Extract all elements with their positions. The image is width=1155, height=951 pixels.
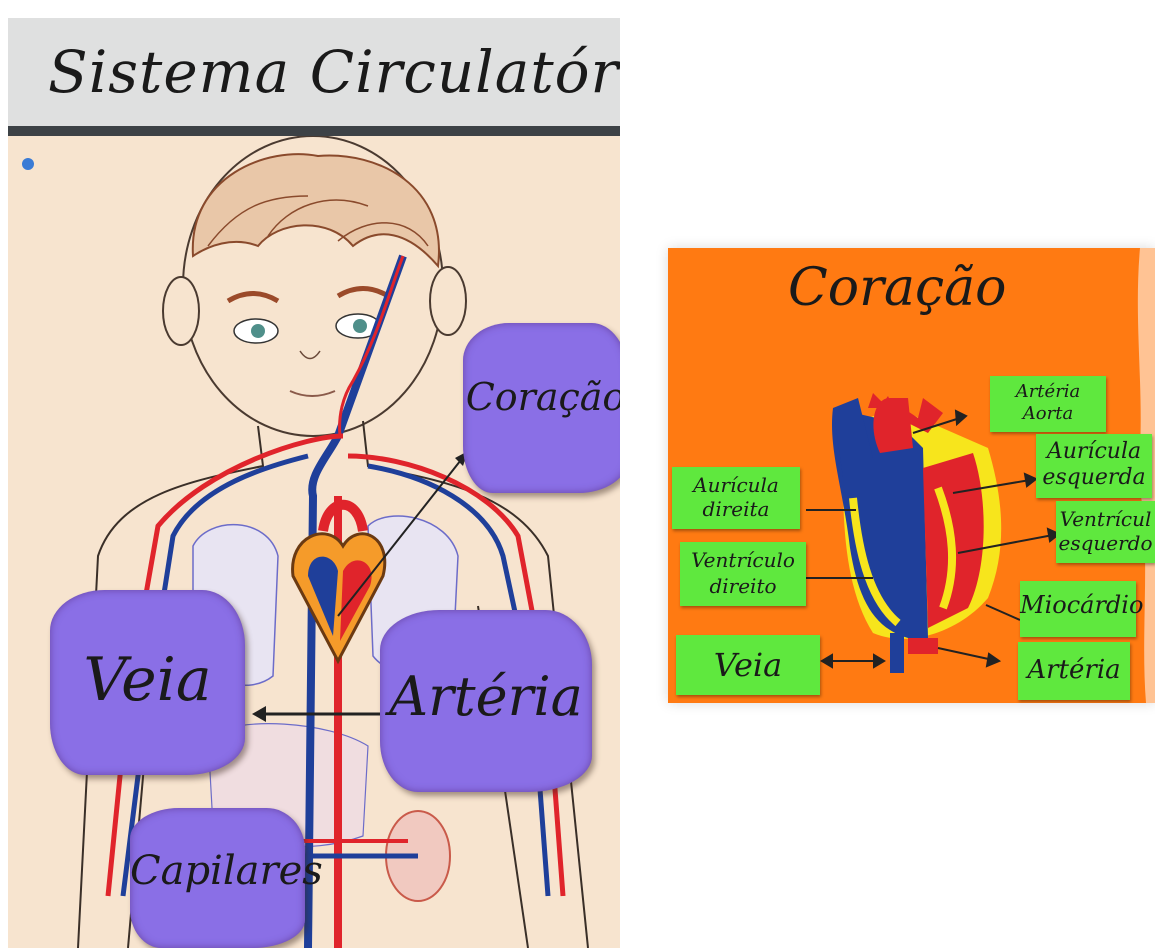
label-left-ventricle-line1: Ventrícul [1056, 509, 1155, 529]
label-right-ventricle: Ventrículo direito [680, 542, 806, 606]
artery-label-card: Artéria [380, 610, 592, 792]
heart-label: Coração [463, 375, 620, 419]
label-left-ventricle: Ventrícul esquerdo [1056, 501, 1155, 563]
heart-label-card: Coração [463, 323, 620, 493]
label-right-ventricle-line2: direito [680, 576, 806, 596]
label-right-ventricle-line1: Ventrículo [680, 550, 806, 570]
label-artery-text: Artéria [1018, 656, 1130, 684]
label-left-atrium-line1: Aurícula [1036, 442, 1152, 462]
label-right-atrium-line2: direita [672, 499, 800, 519]
label-aorta: Artéria Aorta [990, 376, 1106, 432]
label-myocardium-text: Miocárdio [1020, 595, 1136, 615]
label-vein-text: Veia [676, 649, 820, 681]
heart-poster: Coração Artéria [668, 248, 1155, 703]
title-strip: Sistema Circulatório [8, 18, 620, 136]
label-left-atrium-line2: esquerda [1036, 468, 1152, 488]
body-drawing [8, 136, 620, 948]
capillaries-label-card: Capilares [130, 808, 305, 948]
artery-label: Artéria [380, 665, 592, 728]
poster-title: Sistema Circulatório [48, 38, 620, 106]
label-artery: Artéria [1018, 642, 1130, 700]
vein-label: Veia [50, 645, 245, 715]
label-right-atrium-line1: Aurícula [672, 475, 800, 495]
label-aorta-line1: Artéria [990, 382, 1106, 402]
label-myocardium: Miocárdio [1020, 581, 1136, 637]
label-vein: Veia [676, 635, 820, 695]
label-left-atrium: Aurícula esquerda [1036, 434, 1152, 498]
circulatory-system-poster: Sistema Circulatório [8, 18, 620, 948]
capillaries-label: Capilares [130, 848, 305, 894]
label-left-ventricle-line2: esquerdo [1056, 533, 1155, 553]
label-right-atrium: Aurícula direita [672, 467, 800, 529]
vein-label-card: Veia [50, 590, 245, 775]
label-aorta-line2: Aorta [990, 404, 1106, 424]
